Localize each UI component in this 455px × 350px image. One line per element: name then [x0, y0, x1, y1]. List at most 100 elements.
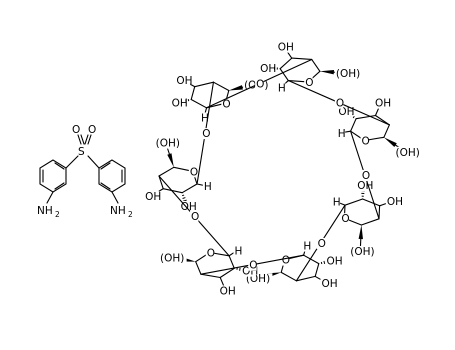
label-background: [255, 78, 264, 90]
glycosidic-bond: [338, 102, 390, 126]
amine-subscript: 2: [128, 210, 133, 219]
glycosidic-oxygen-label: O: [318, 238, 326, 250]
hydrogen-label: H: [303, 241, 311, 253]
glycosidic-oxygen-label: O: [191, 211, 199, 223]
label-background: [336, 127, 346, 139]
label-background: [175, 74, 191, 86]
hydroxymethyl-label: (OH): [156, 138, 180, 150]
sulfonyl-dianiline: S O O NH 2 NH 2: [37, 124, 133, 219]
c-s-bond: [65, 155, 79, 169]
glycosidic-bond: [251, 254, 305, 266]
label-background: [334, 67, 363, 79]
pyranose-ring-bond: [311, 58, 321, 72]
c-n-bond: [111, 191, 119, 204]
pyranose-ring-bond: [190, 98, 208, 109]
label-background: [190, 210, 199, 222]
label-background: [331, 196, 341, 208]
hydroxyl-label: OH: [172, 98, 188, 110]
pyranose-ring-bond: [162, 188, 183, 194]
ring-oxygen-label: O: [282, 255, 290, 267]
ring-oxygen-label: O: [190, 166, 198, 178]
cyclodextrin: OOHOH(OH)HOOHOH(OH)HOOHOH(OH)HOOHOH(OH)H…: [144, 41, 423, 297]
glycosidic-bond: [204, 81, 215, 134]
label-background: [325, 255, 341, 267]
glycosidic-oxygen-label: O: [336, 98, 344, 110]
label-background: [280, 254, 290, 266]
amine-subscript: 2: [55, 210, 60, 219]
left-ring-double-bond: [54, 182, 65, 190]
glycosidic-oxygen-label: O: [249, 260, 257, 272]
right-ring-double-bond: [100, 162, 111, 170]
oxygen-atom: O: [88, 124, 96, 136]
hydroxyl-label: OH: [321, 278, 337, 290]
hydroxyl-label: OH: [278, 42, 294, 54]
label-background: [248, 259, 257, 271]
label-background: [202, 181, 212, 193]
glycosidic-bond: [196, 132, 206, 185]
hydroxymethyl-label: (OH): [160, 252, 184, 264]
hydroxymethyl-label: (OH): [336, 68, 360, 80]
ring-oxygen-label: O: [207, 247, 215, 259]
pyranose-ring-bond: [378, 205, 381, 220]
label-background: [360, 135, 369, 147]
pyranose-ring-bond: [158, 166, 175, 177]
ring-oxygen-label: O: [305, 77, 313, 89]
pyranose-ring-bond: [314, 263, 320, 277]
label-background: [276, 82, 286, 94]
pyranose-ring-bond: [362, 198, 381, 207]
pyranose-ring-bond: [355, 114, 377, 120]
s-o-double-bond: [84, 134, 89, 145]
s-o-double-bond: [87, 134, 92, 145]
hydroxymethyl-wedge-bond: [358, 224, 363, 240]
hydroxymethyl-wedge-bond: [228, 85, 243, 91]
glycosidic-oxygen-label: O: [202, 128, 210, 140]
pyranose-ring-bond: [194, 81, 215, 88]
pyranose-ring-bond: [344, 198, 364, 206]
right-benzene-ring: [98, 159, 126, 193]
label-background: [304, 76, 313, 88]
glycosidic-bond: [193, 215, 230, 257]
label-background: [334, 97, 344, 109]
label-background: [154, 137, 183, 149]
label-background: [320, 278, 336, 290]
label-background: [199, 112, 209, 124]
pyranose-ring-bond: [383, 124, 390, 138]
hydroxyl-label: OH: [145, 191, 161, 203]
pyranose-ring-bond: [195, 261, 202, 275]
pyranose-ring-bond: [291, 57, 313, 60]
label-background: [356, 180, 372, 192]
label-background: [201, 128, 210, 140]
hydroxyl-label: OH: [326, 255, 342, 267]
hydroxyl-label: OH: [176, 75, 192, 87]
pyranose-ring-bond: [279, 68, 289, 82]
pyranose-ring-bond: [360, 218, 380, 226]
pyranose-ring-bond: [212, 81, 230, 92]
label-background: [316, 237, 326, 249]
hydroxyl-label: OH: [220, 285, 236, 297]
pyranose-ring-bond: [280, 271, 297, 282]
glycosidic-bond: [258, 58, 313, 85]
label-background: [374, 97, 389, 109]
label-background: [302, 240, 311, 252]
ring-oxygen-label: O: [362, 136, 370, 148]
hydrogen-label: H: [338, 128, 346, 140]
label-background: [337, 105, 353, 117]
pyranose-ring-bond: [279, 57, 293, 70]
label-background: [349, 245, 377, 257]
pyranose-ring-bond: [295, 275, 316, 282]
label-background: [259, 62, 274, 74]
label-background: [188, 166, 198, 178]
hydroxymethyl-wedge-bond: [383, 137, 397, 147]
left-ring-double-bond: [54, 162, 65, 170]
pyranose-ring-bond: [158, 175, 164, 190]
pyranose-ring-bond: [219, 267, 235, 279]
glycosidic-bond: [295, 242, 322, 282]
hydrogen-label: H: [204, 181, 212, 193]
label-background: [244, 273, 273, 285]
pyranose-ring-bond: [181, 183, 198, 194]
hydroxyl-label: OH: [181, 201, 197, 213]
label-background: [170, 97, 186, 109]
label-background: [144, 190, 159, 202]
glycosidic-bond: [205, 83, 260, 109]
